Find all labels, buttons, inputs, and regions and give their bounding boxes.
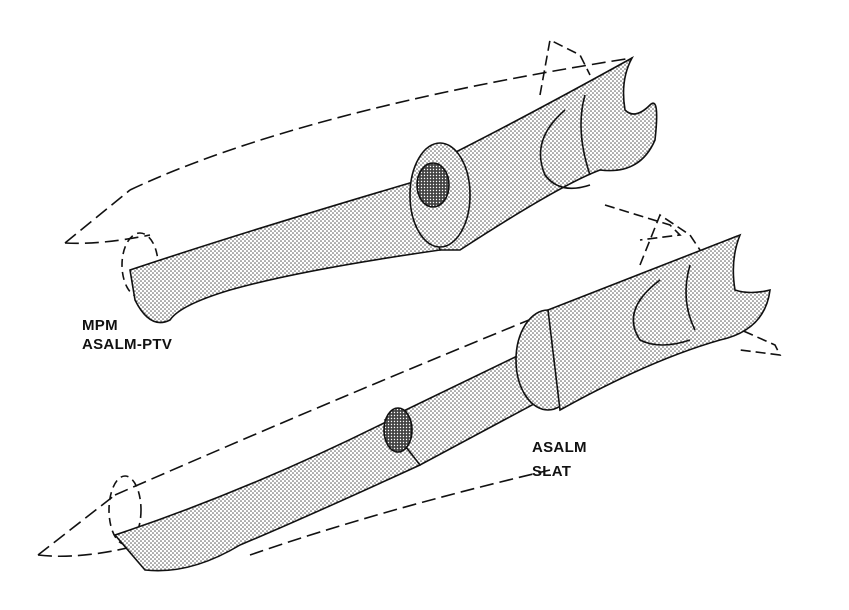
lower-main-body bbox=[547, 233, 771, 412]
lower-missile bbox=[37, 213, 782, 572]
lower-label-line2: SLAT bbox=[532, 463, 572, 480]
lower-tail-fin-top bbox=[639, 213, 701, 266]
lower-inlet-duct bbox=[113, 418, 422, 572]
upper-combustor bbox=[416, 162, 450, 208]
upper-label-line2: ASALM-PTV bbox=[82, 336, 173, 353]
upper-main-body bbox=[419, 55, 658, 251]
lower-fuselage-outline bbox=[37, 234, 741, 556]
lower-tail-fin-bottom bbox=[729, 324, 782, 356]
upper-label-line1: MPM bbox=[82, 317, 118, 334]
upper-missile-label: MPM ASALM-PTV bbox=[82, 316, 172, 354]
upper-tail-fin-bottom bbox=[604, 204, 682, 241]
upper-missile bbox=[64, 38, 682, 324]
upper-inlet-duct bbox=[129, 179, 442, 324]
lower-label-line1: ASALM bbox=[532, 439, 587, 456]
lower-missile-label: ASALM SLAT bbox=[532, 436, 587, 484]
lower-combustor bbox=[383, 407, 413, 453]
